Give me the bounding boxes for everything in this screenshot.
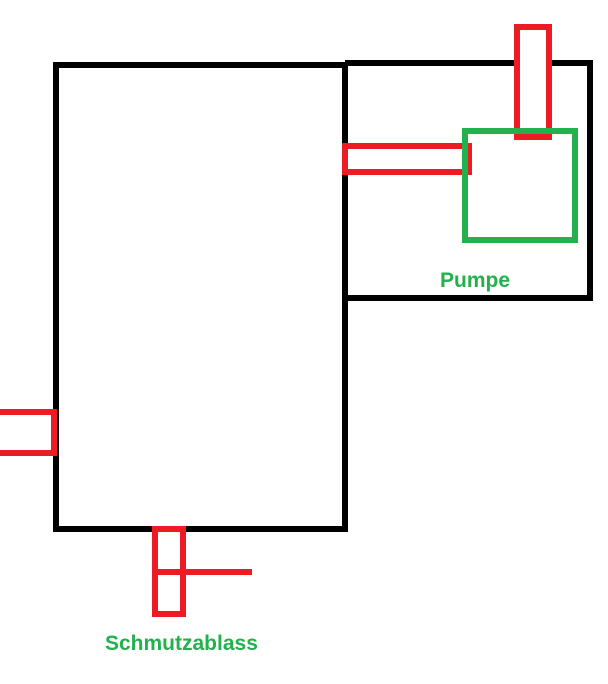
pump-housing [345, 60, 593, 301]
top-outlet-pipe [514, 24, 552, 140]
drain-label: Schmutzablass [105, 632, 258, 655]
pump-label: Pumpe [440, 269, 510, 292]
main-tank [53, 62, 348, 532]
connecting-pipe [342, 143, 472, 175]
pump-square [462, 128, 578, 243]
left-inlet-pipe [0, 409, 57, 456]
